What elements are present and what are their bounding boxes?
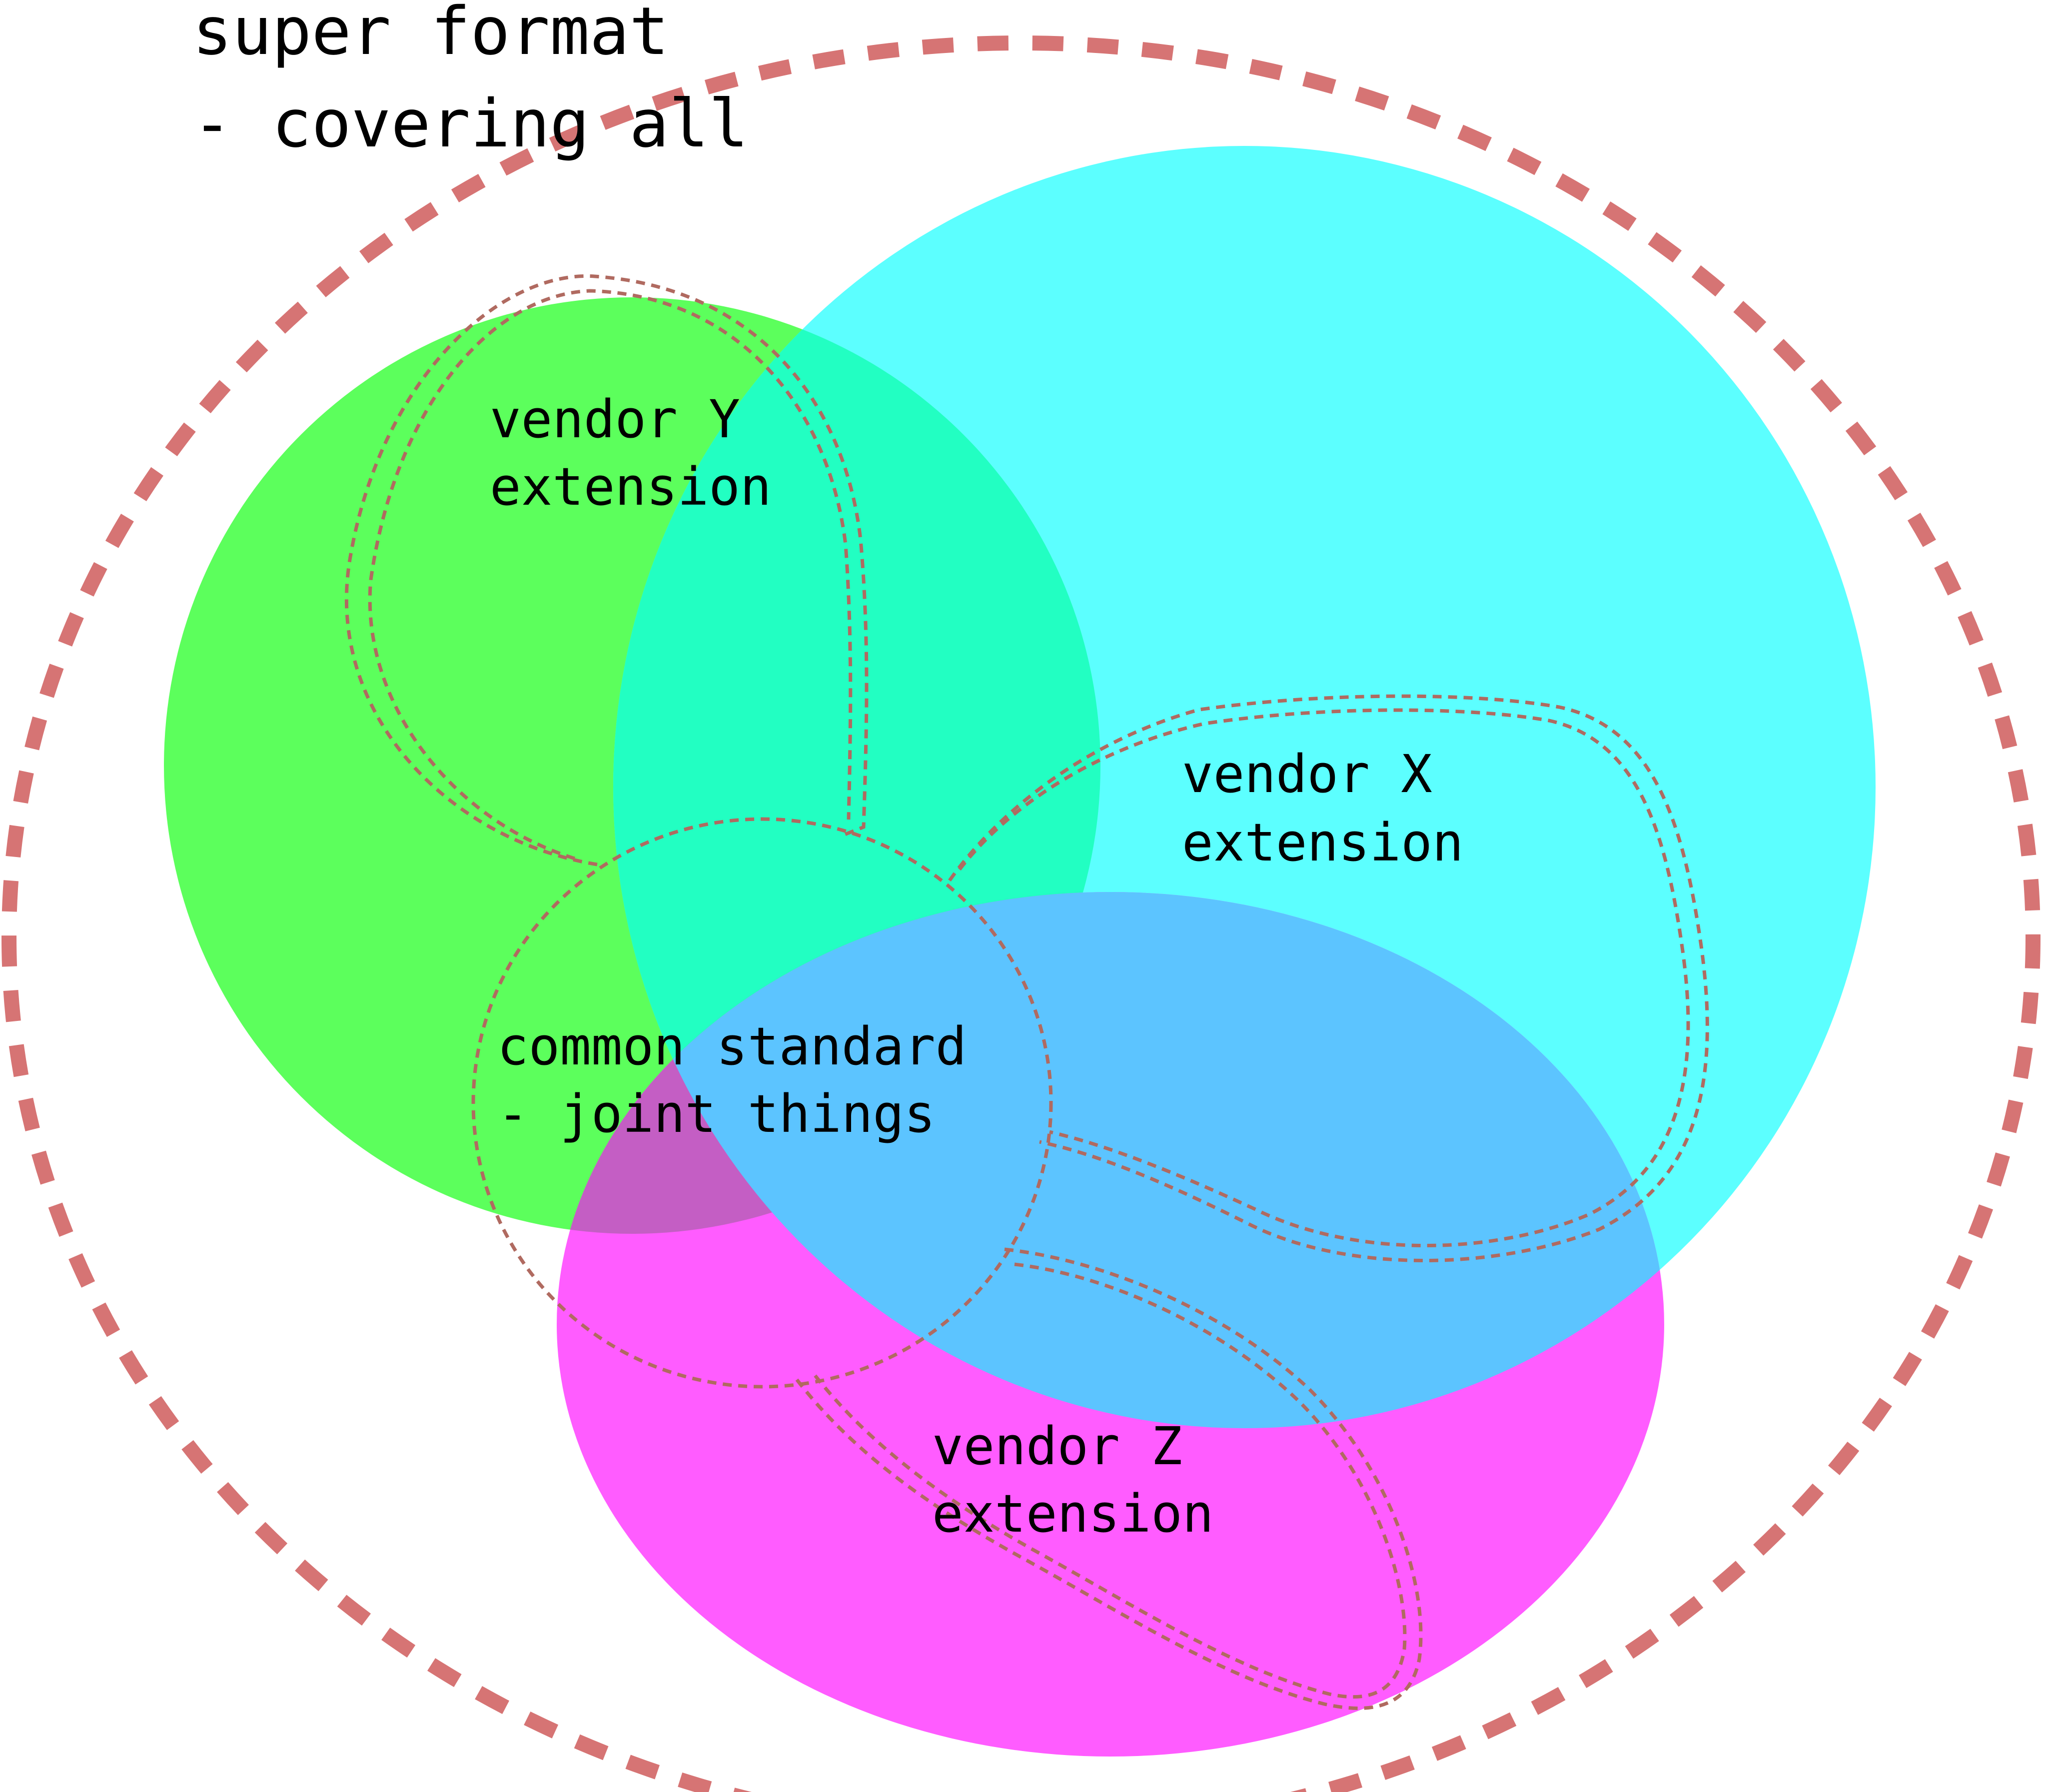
vendor-z-label-line2: extension xyxy=(932,1483,1214,1544)
common-standard-label-line2: - joint things xyxy=(497,1083,936,1144)
super-format-label-line1: super format xyxy=(192,0,669,70)
x-z-overlap-region xyxy=(613,892,1664,1428)
super-format-label-line2: - covering all xyxy=(192,85,749,162)
vendor-x-extension-outline xyxy=(948,694,1709,1262)
vendor-z-label-line1: vendor Z xyxy=(932,1416,1182,1477)
super-format-outline xyxy=(1,35,2041,1792)
vendor-x-label-line1: vendor X xyxy=(1182,744,1432,805)
common-standard-label-line1: common standard xyxy=(497,1016,967,1077)
vendor-z-extension-outline xyxy=(793,1247,1423,1710)
vendor-y-label-line1: vendor Y xyxy=(490,389,740,450)
common-standard-outline xyxy=(471,817,1053,1389)
vendor-y-label-line2: extension xyxy=(490,456,772,517)
vendor-y-extension-outline xyxy=(344,274,869,867)
vendor-x-label-line2: extension xyxy=(1182,812,1464,873)
